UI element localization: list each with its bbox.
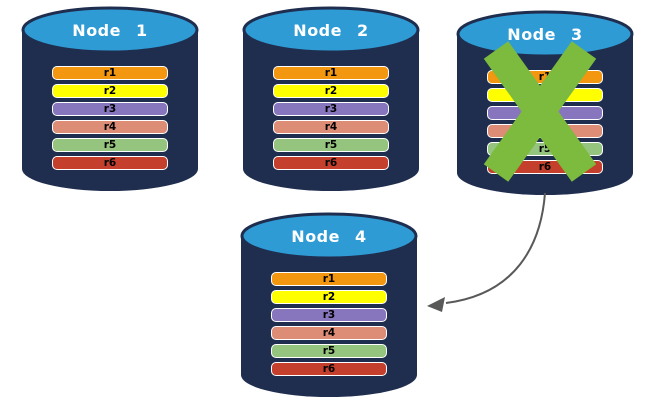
node-1-label: Node 1 [72,21,148,40]
node-1: Node 1 r1 r2 r3 r4 r5 r6 [20,6,200,192]
record-bar-r3: r3 [273,102,389,116]
failure-x-icon [483,41,597,182]
record-bar-r1: r1 [52,66,168,80]
node-2-label: Node 2 [293,21,369,40]
record-bar-r6: r6 [52,156,168,170]
cylinder-top [242,6,420,54]
record-bar-r4: r4 [271,326,387,340]
record-bar-r2: r2 [273,84,389,98]
node-2: Node 2 r1 r2 r3 r4 r5 r6 [241,6,421,192]
record-bar-r1: r1 [273,66,389,80]
node-3-label: Node 3 [507,25,583,44]
node-4-label: Node 4 [291,227,367,246]
record-bar-r4: r4 [52,120,168,134]
record-bar-r5: r5 [52,138,168,152]
record-bar-r3: r3 [52,102,168,116]
record-bar-r3: r3 [271,308,387,322]
record-bar-r2: r2 [271,290,387,304]
node-1-records: r1 r2 r3 r4 r5 r6 [52,66,168,174]
record-bar-r2: r2 [52,84,168,98]
node-4: Node 4 r1 r2 r3 r4 r5 r6 [239,212,419,398]
cylinder-top [21,6,199,54]
arrowhead-icon [427,297,445,312]
node-3: Node 3 r1 r2 r3 r4 r5 r6 [455,10,635,196]
cylinder-top [240,212,418,260]
node-4-records: r1 r2 r3 r4 r5 r6 [271,272,387,380]
record-bar-r5: r5 [273,138,389,152]
record-bar-r4: r4 [273,120,389,134]
cylinder-top [456,10,634,58]
node-2-records: r1 r2 r3 r4 r5 r6 [273,66,389,174]
record-bar-r1: r1 [271,272,387,286]
record-bar-r5: r5 [271,344,387,358]
record-bar-r6: r6 [273,156,389,170]
record-bar-r6: r6 [271,362,387,376]
